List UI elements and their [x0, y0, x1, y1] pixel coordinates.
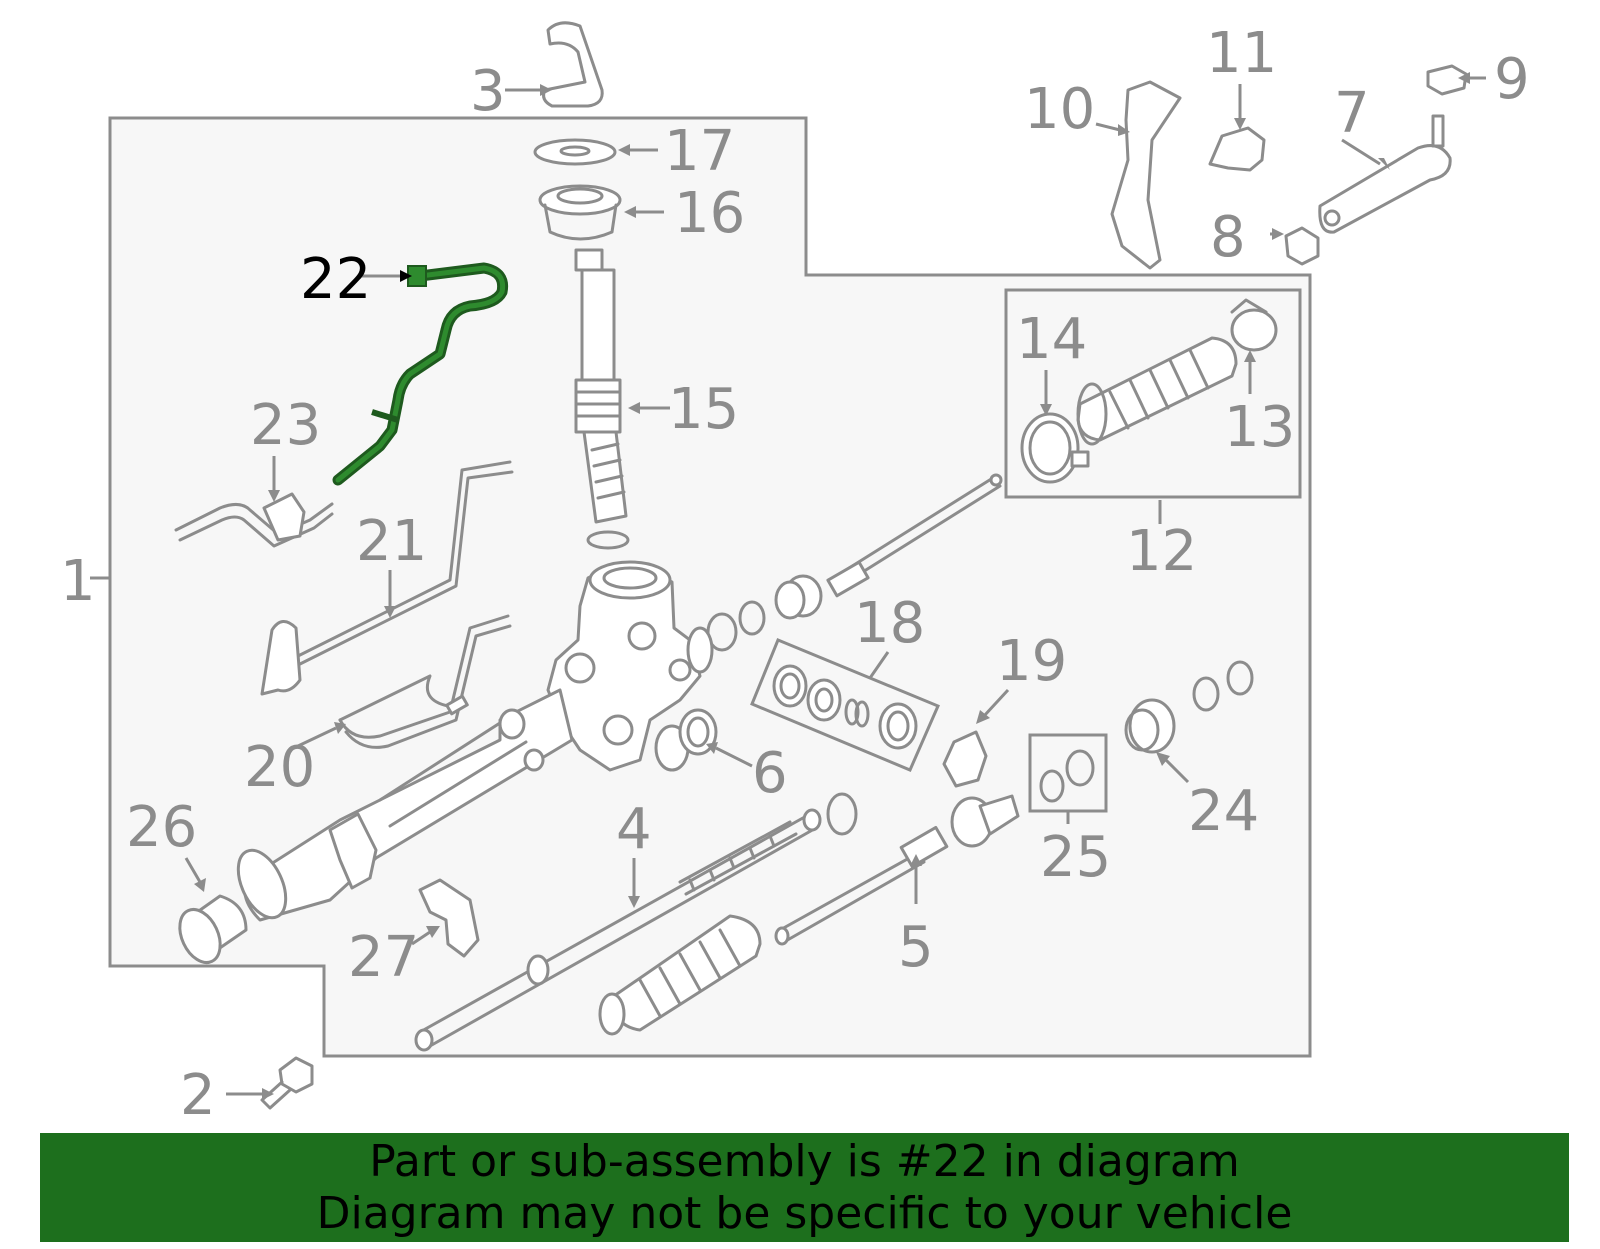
part-19-nut [942, 730, 988, 788]
part-26-cap [178, 894, 248, 964]
part-8-nut [1284, 226, 1320, 266]
part-6-bushing [654, 708, 718, 772]
callout-15: 15 [668, 377, 739, 442]
part-info-banner: Part or sub-assembly is #22 in diagram D… [40, 1133, 1569, 1242]
callout-18: 18 [854, 591, 925, 656]
callout-9: 9 [1494, 47, 1530, 112]
part-16-dust-cover [538, 184, 622, 241]
callout-25: 25 [1040, 825, 1111, 890]
callout-24: 24 [1188, 779, 1259, 844]
callout-7: 7 [1334, 81, 1370, 146]
callout-3: 3 [470, 59, 506, 124]
callout-labels: 1 2 3 4 5 6 7 8 9 10 11 12 13 14 15 16 1… [60, 21, 1530, 1128]
callout-2: 2 [180, 1063, 216, 1128]
callout-22-highlighted: 22 [300, 247, 371, 312]
callout-11: 11 [1206, 21, 1277, 86]
callout-5: 5 [898, 915, 934, 980]
part-12-boot-kit [1020, 298, 1278, 484]
part-25-o-rings [1039, 749, 1095, 803]
callout-17: 17 [664, 119, 735, 184]
callout-6: 6 [752, 741, 788, 806]
part-4-rack [414, 792, 858, 1052]
callout-19: 19 [996, 629, 1067, 694]
part-5-tie-rod [774, 794, 1020, 946]
part-9-nut [1426, 64, 1468, 96]
assembly-boundary [108, 116, 1312, 1058]
part-24-fitting [1124, 660, 1254, 754]
part-21-pressure-line [260, 460, 514, 696]
callout-10: 10 [1024, 77, 1095, 142]
leader-lines [90, 72, 1486, 1100]
gear-housing [236, 560, 714, 922]
part-2-bolt [260, 1056, 314, 1110]
callout-26: 26 [126, 795, 197, 860]
part-11-clip [1208, 126, 1266, 172]
callout-16: 16 [674, 181, 745, 246]
lower-boot [598, 914, 762, 1036]
callout-21: 21 [356, 509, 427, 574]
callout-12: 12 [1126, 519, 1197, 584]
upper-tie-rod [706, 473, 1003, 652]
callout-27: 27 [348, 925, 419, 990]
part-17-washer [533, 138, 617, 166]
callout-20: 20 [244, 735, 315, 800]
banner-line-1: Part or sub-assembly is #22 in diagram [369, 1135, 1240, 1187]
part-3-bracket [542, 21, 604, 108]
part-27-clamp [418, 878, 480, 958]
part-15-pinion-shaft [574, 248, 630, 550]
part-10-bracket [1110, 80, 1182, 270]
part-18-seals [772, 664, 918, 750]
part-23-bracket [174, 492, 334, 548]
banner-line-2: Diagram may not be specific to your vehi… [316, 1187, 1293, 1239]
callout-1: 1 [60, 549, 96, 614]
callout-4: 4 [616, 797, 652, 862]
part-22-highlighted-hose [332, 262, 509, 486]
part-7-tie-rod-end [1318, 114, 1452, 234]
callout-23: 23 [250, 393, 321, 458]
callout-8: 8 [1210, 205, 1246, 270]
callout-14: 14 [1016, 307, 1087, 372]
callout-13: 13 [1224, 395, 1295, 460]
